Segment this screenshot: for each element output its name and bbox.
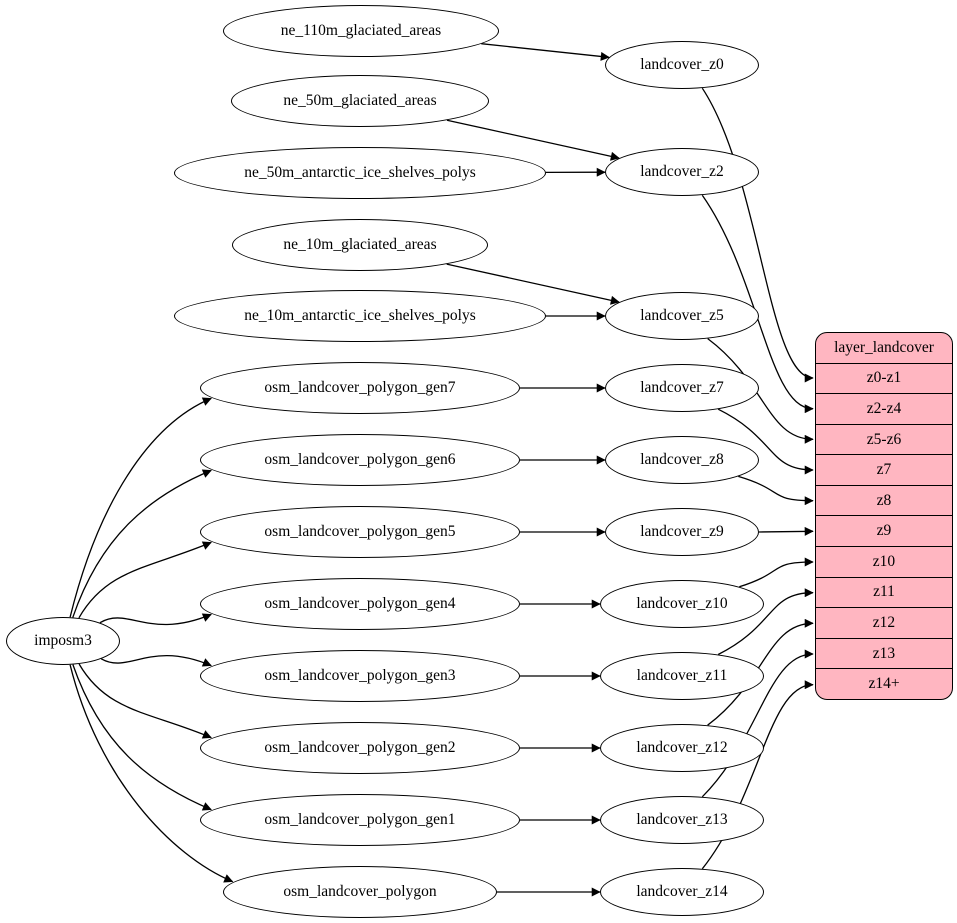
node-landcover-z11: landcover_z11 <box>600 652 764 700</box>
table-title: layer_landcover <box>834 338 934 356</box>
edge-imposm3-to-osm-landcover-polygon-gen3 <box>100 655 212 667</box>
node-osm-landcover-polygon-gen4: osm_landcover_polygon_gen4 <box>200 578 520 630</box>
node-osm-landcover-polygon-gen2: osm_landcover_polygon_gen2 <box>200 722 520 774</box>
edge-imposm3-to-osm-landcover-polygon-gen2 <box>78 663 212 739</box>
layer-landcover-table: layer_landcover z0-z1 z2-z4 z5-z6 z7 z8 … <box>815 332 953 700</box>
node-landcover-z5: landcover_z5 <box>605 292 759 340</box>
table-row-z0-z1: z0-z1 <box>816 362 952 394</box>
edge-landcover-z5-to-layer-landcover-z5-z6 <box>707 338 814 444</box>
edge-ne-50m-glaciated-areas-to-landcover-z2 <box>446 119 620 161</box>
node-landcover-z14: landcover_z14 <box>600 868 764 916</box>
edge-landcover-z8-to-layer-landcover-z8 <box>738 475 814 506</box>
edge-landcover-z10-to-layer-landcover-z10 <box>739 557 814 588</box>
node-landcover-z7: landcover_z7 <box>605 364 759 412</box>
node-osm-landcover-polygon-gen1: osm_landcover_polygon_gen1 <box>200 794 520 846</box>
edge-imposm3-to-osm-landcover-polygon-gen6 <box>72 469 212 618</box>
node-landcover-z9: landcover_z9 <box>605 508 759 556</box>
table-row-z8: z8 <box>816 484 952 516</box>
table-row-z11: z11 <box>816 576 952 608</box>
edge-imposm3-to-osm-landcover-polygon-gen4 <box>99 613 212 626</box>
node-osm-landcover-polygon: osm_landcover_polygon <box>223 866 497 918</box>
node-osm-landcover-polygon-gen5: osm_landcover_polygon_gen5 <box>200 506 520 558</box>
node-landcover-z13: landcover_z13 <box>600 796 764 844</box>
node-landcover-z2: landcover_z2 <box>605 148 759 196</box>
edge-landcover-z0-to-layer-landcover-z0-z1 <box>701 87 814 383</box>
edge-imposm3-to-osm-landcover-polygon <box>69 664 234 883</box>
edge-imposm3-to-osm-landcover-polygon-gen7 <box>69 397 212 618</box>
edge-landcover-z9-to-layer-landcover-z9 <box>758 526 814 536</box>
table-row-z7: z7 <box>816 454 952 485</box>
node-osm-landcover-polygon-gen6: osm_landcover_polygon_gen6 <box>200 434 520 486</box>
table-row-z13: z13 <box>816 637 952 669</box>
node-imposm3: imposm3 <box>6 617 120 665</box>
edge-landcover-z11-to-layer-landcover-z11 <box>717 588 814 656</box>
node-landcover-z10: landcover_z10 <box>600 580 764 628</box>
node-landcover-z0: landcover_z0 <box>605 41 759 89</box>
edge-ne-110m-glaciated-areas-to-landcover-z0 <box>481 43 610 61</box>
node-landcover-z8: landcover_z8 <box>605 436 759 484</box>
table-row-z12: z12 <box>816 607 952 638</box>
edge-landcover-z13-to-layer-landcover-z13 <box>701 649 814 798</box>
table-row-z10: z10 <box>816 546 952 577</box>
edge-ne-10m-glaciated-areas-to-landcover-z5 <box>446 263 620 305</box>
node-osm-landcover-polygon-gen7: osm_landcover_polygon_gen7 <box>200 362 520 414</box>
edge-landcover-z2-to-layer-landcover-z2-z4 <box>701 194 814 414</box>
node-ne-10m-glaciated-areas: ne_10m_glaciated_areas <box>232 219 488 271</box>
node-ne-50m-antarctic-ice-shelves-polys: ne_50m_antarctic_ice_shelves_polys <box>174 147 546 199</box>
node-ne-10m-antarctic-ice-shelves-polys: ne_10m_antarctic_ice_shelves_polys <box>174 290 546 342</box>
table-row-z5-z6: z5-z6 <box>816 423 952 455</box>
edge-imposm3-to-osm-landcover-polygon-gen1 <box>72 664 212 811</box>
table-row-z14: z14+ <box>816 668 952 699</box>
table-row-z9: z9 <box>816 515 952 546</box>
node-osm-landcover-polygon-gen3: osm_landcover_polygon_gen3 <box>200 650 520 702</box>
edge-landcover-z7-to-layer-landcover-z7 <box>717 408 814 475</box>
table-row-z2-z4: z2-z4 <box>816 393 952 424</box>
node-landcover-z12: landcover_z12 <box>600 724 764 772</box>
node-ne-50m-glaciated-areas: ne_50m_glaciated_areas <box>231 75 489 127</box>
node-ne-110m-glaciated-areas: ne_110m_glaciated_areas <box>223 5 499 57</box>
edge-landcover-z12-to-layer-landcover-z12 <box>707 618 814 726</box>
edge-imposm3-to-osm-landcover-polygon-gen5 <box>78 541 212 619</box>
